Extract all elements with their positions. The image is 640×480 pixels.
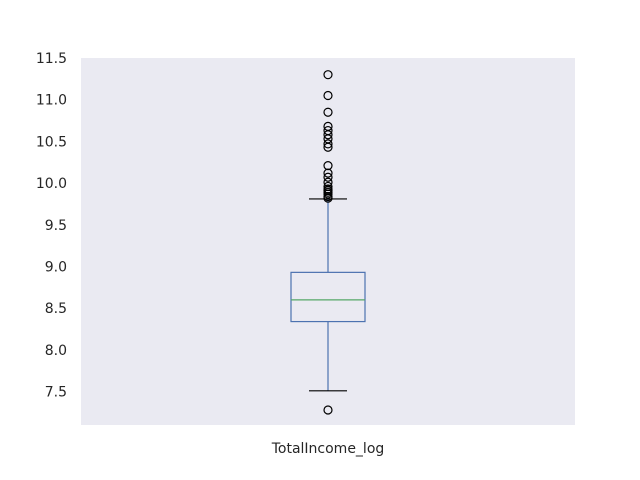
y-tick-label: 10.5 bbox=[36, 134, 67, 150]
outlier-point bbox=[323, 107, 333, 117]
y-axis: 7.5 8.0 8.5 9.0 9.5 10.0 10.5 11.0 11.5 bbox=[36, 51, 67, 401]
box-group bbox=[290, 70, 366, 415]
outlier-point bbox=[323, 125, 333, 136]
y-tick-label: 7.5 bbox=[45, 385, 67, 401]
y-tick-label: 8.5 bbox=[45, 301, 67, 317]
outlier-point bbox=[323, 90, 333, 101]
y-tick-label: 9.5 bbox=[45, 218, 67, 234]
outlier-point bbox=[323, 405, 333, 415]
x-tick-label: TotalIncome_log bbox=[271, 441, 385, 457]
outlier-point bbox=[323, 177, 333, 187]
outlier-point bbox=[323, 184, 333, 194]
outlier-point bbox=[323, 121, 333, 131]
y-tick-label: 11.5 bbox=[36, 51, 67, 67]
box-iqr bbox=[290, 271, 366, 323]
y-tick-label: 11.0 bbox=[36, 93, 67, 109]
outlier-point bbox=[323, 139, 333, 149]
outlier-point bbox=[323, 181, 333, 192]
y-tick-label: 8.0 bbox=[45, 343, 67, 359]
y-tick-label: 10.0 bbox=[36, 176, 67, 192]
outlier-point bbox=[323, 70, 333, 80]
x-axis: TotalIncome_log bbox=[271, 441, 385, 457]
outlier-point bbox=[323, 160, 333, 171]
outlier-point bbox=[323, 172, 333, 182]
y-tick-label: 9.0 bbox=[45, 260, 67, 276]
